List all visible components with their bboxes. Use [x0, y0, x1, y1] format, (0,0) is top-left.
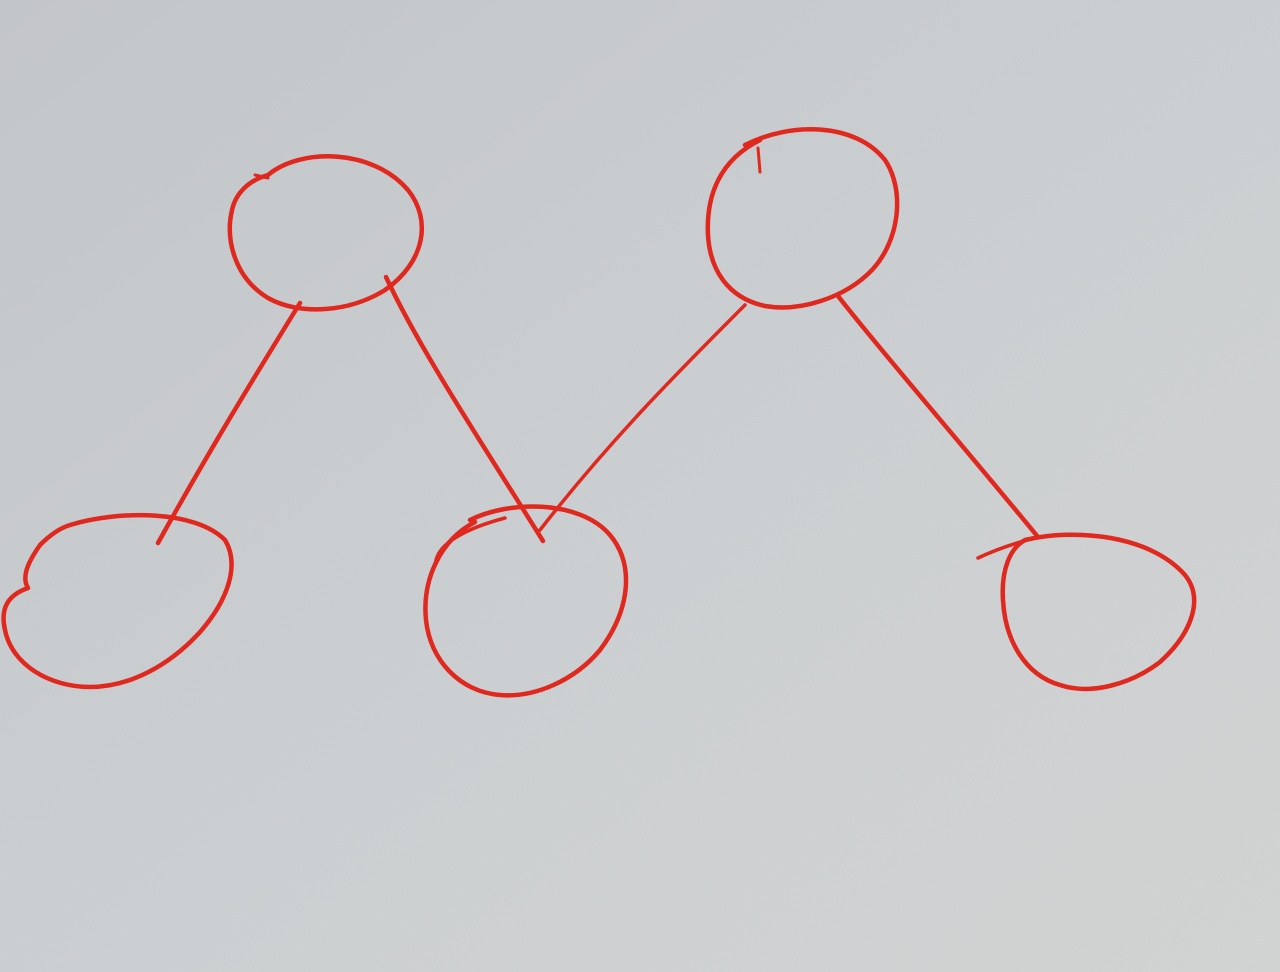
edge-top-left-to-bottom-left	[155, 300, 303, 546]
pen-mark-top-left	[253, 173, 270, 180]
node-bottom-right	[1000, 532, 1197, 692]
ink-strokes	[1, 127, 1197, 698]
node-bottom-middle-tail	[434, 516, 507, 562]
node-bottom-left	[1, 512, 234, 690]
node-bottom-middle	[423, 504, 629, 698]
edge-top-left-to-bottom-middle	[383, 274, 546, 544]
node-top-left	[227, 154, 424, 312]
edge-top-right-to-bottom-right	[835, 293, 1041, 540]
node-top-right	[705, 127, 900, 310]
edge-top-right-to-bottom-middle	[538, 303, 747, 532]
pen-mark-top-right	[756, 146, 762, 174]
